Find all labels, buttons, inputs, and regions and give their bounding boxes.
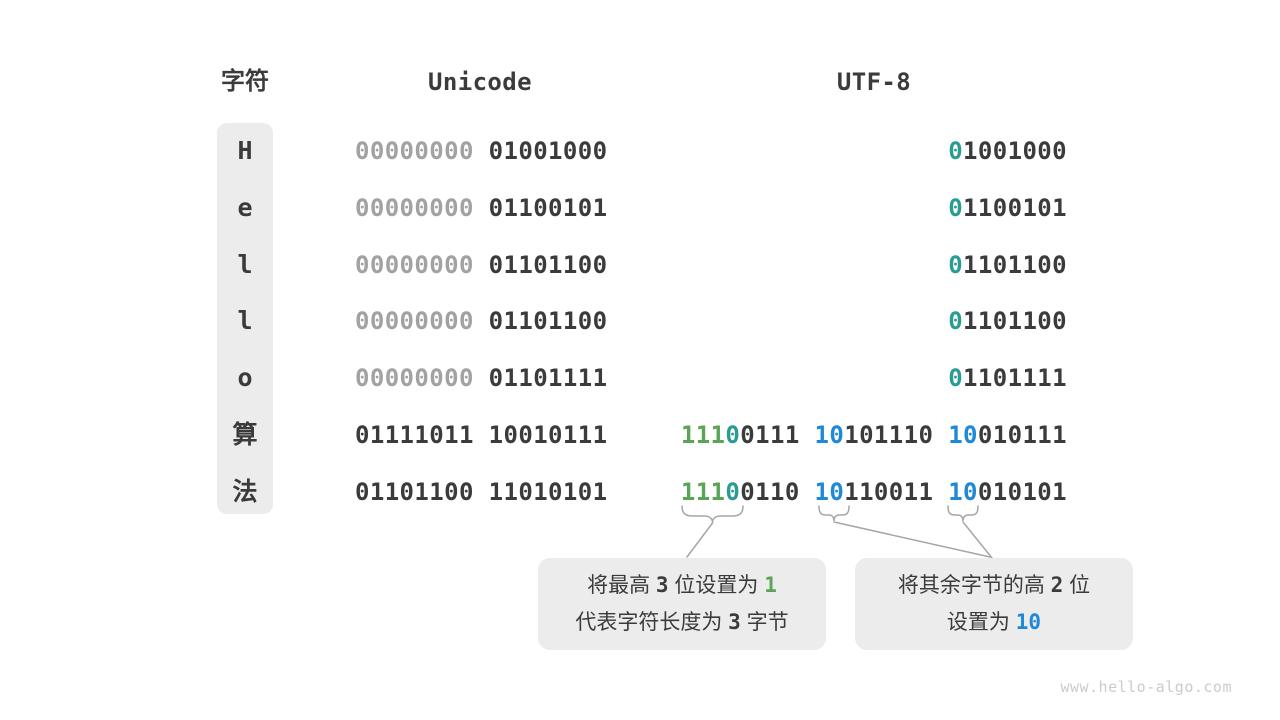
- char-cell: H: [237, 136, 253, 165]
- unicode-value: 01111011 10010111: [355, 420, 607, 450]
- text-segment: 10: [1015, 610, 1042, 634]
- text-segment: 00000000: [355, 307, 474, 335]
- connector-left: [686, 522, 714, 558]
- char-column-background: [217, 123, 273, 514]
- utf8-value: 01101100: [948, 250, 1067, 280]
- text-segment: 0: [725, 421, 741, 449]
- text-segment: 1001000: [963, 137, 1067, 165]
- text-segment: 将其余字节的高: [897, 574, 1051, 597]
- text-segment: 0111: [740, 421, 815, 449]
- text-segment: 将最高: [587, 574, 656, 597]
- char-cell: 法: [232, 478, 258, 506]
- text-segment: 3: [728, 610, 741, 634]
- text-segment: 0: [948, 137, 964, 165]
- unicode-value: 00000000 01001000: [355, 136, 607, 166]
- char-cell: e: [237, 193, 253, 222]
- text-segment: 00000000: [355, 194, 474, 222]
- text-segment: 3: [655, 573, 669, 597]
- char-cell: 算: [232, 421, 258, 449]
- char-cell: o: [237, 363, 253, 392]
- text-segment: 位设置为: [668, 574, 765, 597]
- callout-continuation-bits: 将其余字节的高 2 位 设置为 10: [855, 558, 1133, 650]
- text-segment: 1101111: [963, 364, 1067, 392]
- text-segment: 0: [948, 364, 964, 392]
- unicode-value: 00000000 01101100: [355, 306, 607, 336]
- text-segment: 设置为: [946, 611, 1016, 634]
- text-segment: 1101100: [963, 307, 1067, 335]
- text-segment: 代表字符长度为: [575, 611, 729, 634]
- text-segment: 10: [814, 421, 845, 449]
- underbrace-10-right: [947, 505, 979, 522]
- char-cell: l: [237, 250, 253, 279]
- text-segment: 1101100: [963, 251, 1067, 279]
- text-segment: 111: [680, 478, 726, 506]
- callout-line: 设置为 10: [947, 604, 1041, 641]
- column-header-utf8: UTF-8: [836, 68, 912, 96]
- char-cell: l: [237, 306, 253, 335]
- text-segment: 01100101: [473, 194, 608, 222]
- text-segment: 1100101: [963, 194, 1067, 222]
- text-segment: 110011: [844, 478, 949, 506]
- text-segment: 01111011 10010111: [355, 421, 608, 449]
- text-segment: 00000000: [355, 137, 474, 165]
- callout-line: 将其余字节的高 2 位: [898, 567, 1090, 604]
- unicode-value: 00000000 01101111: [355, 363, 607, 393]
- connector-right: [962, 521, 993, 559]
- callout-line: 将最高 3 位设置为 1: [587, 567, 777, 604]
- text-segment: 10: [814, 478, 845, 506]
- text-segment: 0110: [740, 478, 815, 506]
- column-header-unicode: Unicode: [428, 68, 532, 96]
- connector-mid: [833, 521, 991, 558]
- text-segment: 00000000: [355, 364, 474, 392]
- unicode-value: 00000000 01101100: [355, 250, 607, 280]
- text-segment: 0: [948, 194, 964, 222]
- column-header-char: 字符: [221, 68, 269, 95]
- text-segment: 01001000: [473, 137, 608, 165]
- callout-line: 代表字符长度为 3 字节: [575, 604, 788, 641]
- text-segment: 0: [725, 478, 741, 506]
- text-segment: 0: [948, 307, 964, 335]
- utf8-value: 01101100: [948, 306, 1067, 336]
- text-segment: 01101100: [473, 251, 608, 279]
- text-segment: 10: [948, 421, 978, 449]
- underbrace-10-mid: [818, 505, 850, 522]
- watermark: www.hello-algo.com: [1060, 678, 1232, 696]
- utf8-value: 01100101: [948, 193, 1067, 223]
- text-segment: 010101: [977, 478, 1067, 506]
- text-segment: 2: [1050, 573, 1064, 597]
- callout-high-bits: 将最高 3 位设置为 1 代表字符长度为 3 字节: [538, 558, 826, 650]
- text-segment: 00000000: [355, 251, 474, 279]
- text-segment: 010111: [977, 421, 1067, 449]
- utf8-value: 01101111: [948, 363, 1067, 393]
- text-segment: 101110: [844, 421, 949, 449]
- text-segment: 111: [680, 421, 726, 449]
- text-segment: 0: [948, 251, 964, 279]
- text-segment: 10: [948, 478, 978, 506]
- text-segment: 01101111: [473, 364, 608, 392]
- unicode-value: 01101100 11010101: [355, 477, 607, 507]
- text-segment: 位: [1063, 574, 1091, 597]
- text-segment: 1: [764, 573, 777, 597]
- text-segment: 01101100: [473, 307, 608, 335]
- utf8-value: 11100110 10110011 10010101: [681, 477, 1067, 507]
- utf8-value: 11100111 10101110 10010111: [681, 420, 1067, 450]
- utf8-value: 01001000: [948, 136, 1067, 166]
- text-segment: 01101100 11010101: [355, 478, 608, 506]
- unicode-value: 00000000 01100101: [355, 193, 607, 223]
- text-segment: 字节: [740, 611, 789, 634]
- underbrace-1110: [681, 505, 744, 523]
